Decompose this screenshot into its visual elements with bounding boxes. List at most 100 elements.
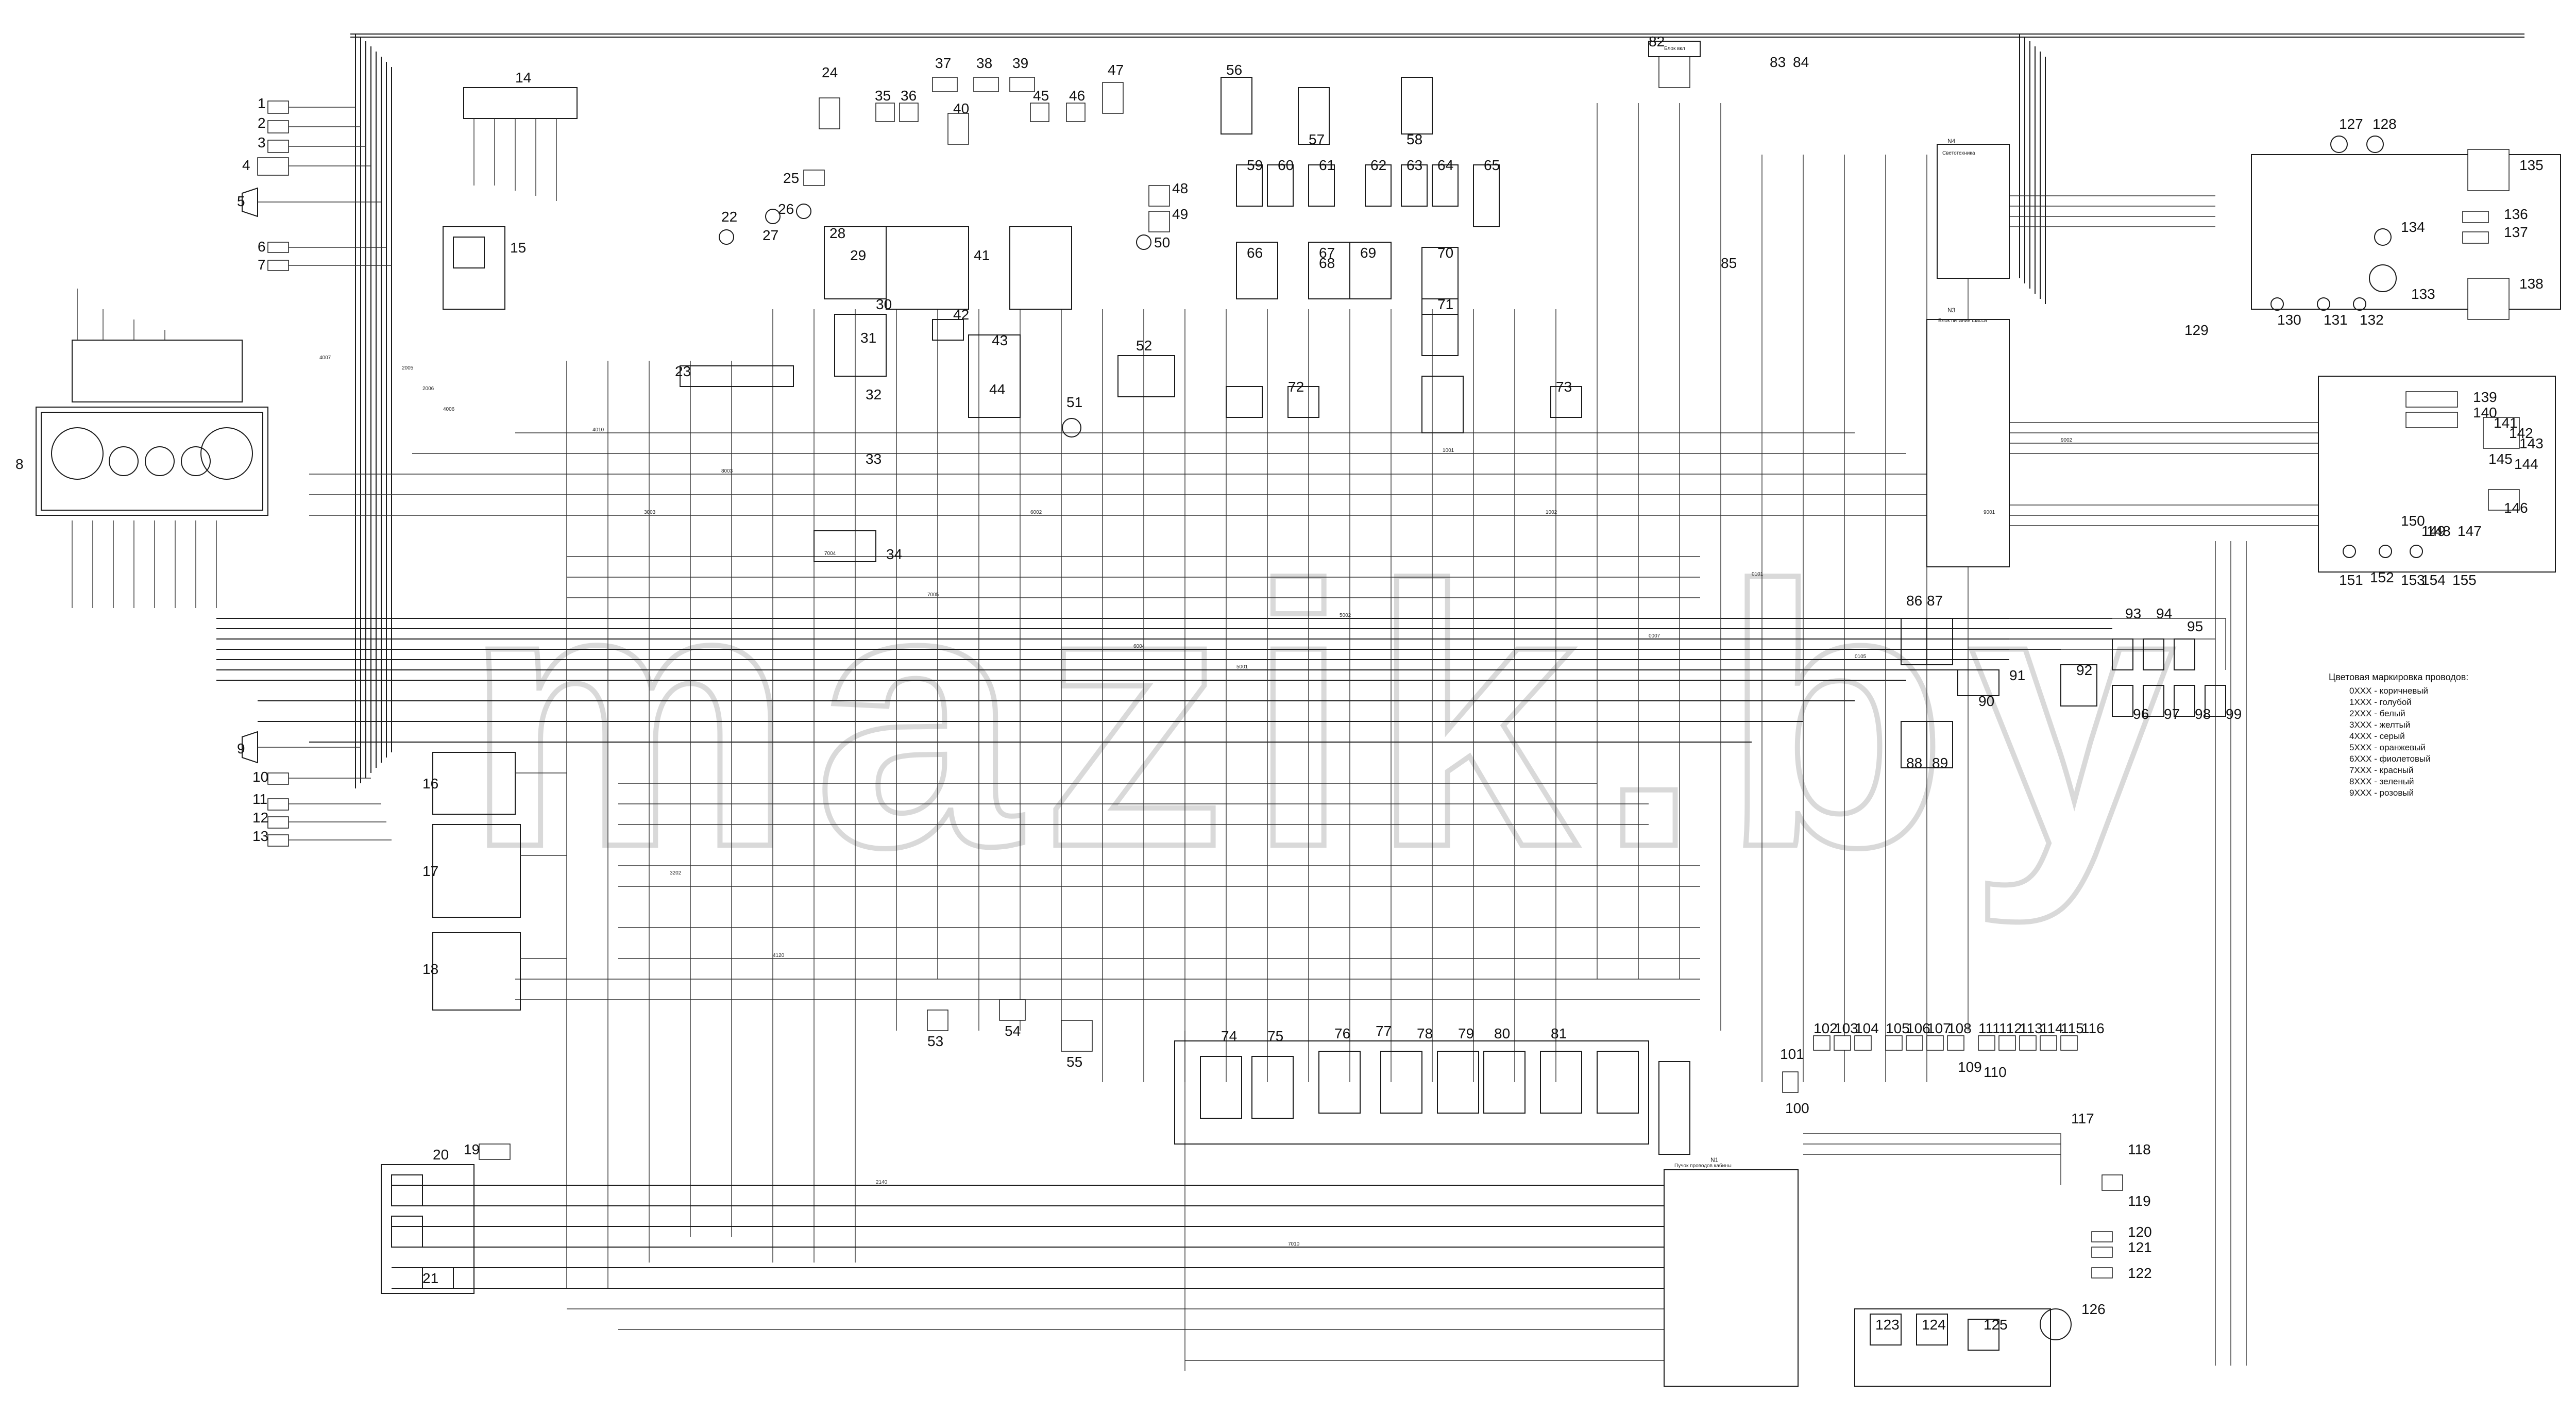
component-callout: 4 [242,157,250,173]
legend-item: 1XXX - голубой [2349,697,2412,707]
wire-code-label: 4007 [319,355,331,361]
wire-code-label: 9002 [2061,438,2073,443]
n4-block: N4 Светотехника [1937,138,2010,279]
component-callout: 51 [1066,394,1082,410]
component-callout: 82 [1649,33,1665,49]
component-callout: 110 [1984,1064,2007,1080]
n1-desc: Пучок проводов кабины [1674,1163,1732,1169]
bottom-left-box [381,1143,511,1294]
component-callout: 105 [1886,1020,1910,1036]
component-callout: 23 [675,363,691,379]
component-callout: 104 [1855,1020,1879,1036]
component-callout: 64 [1437,157,1453,173]
component-callout: 11 [252,791,267,807]
component-callout: 97 [2164,706,2180,722]
component-callout: 149 [2421,523,2446,539]
component-callout: 80 [1494,1025,1510,1041]
component-callout: 142 [2509,425,2533,441]
component-callout: 43 [992,332,1008,348]
lamps-top [875,77,1175,438]
component-callout: 95 [2187,618,2203,634]
component-callouts: 1234567891011121314151617181920212223242… [15,33,2544,1333]
component-callout: 113 [2020,1020,2043,1036]
rear-combination [1901,618,2226,768]
component-callout: 131 [2324,312,2348,328]
component-callout: 54 [1005,1023,1021,1039]
component-callout: 154 [2421,572,2446,588]
legend-item: 2XXX - белый [2349,709,2405,718]
component-callout: 81 [1551,1025,1567,1041]
component-callout: 19 [464,1141,480,1157]
wire-code-label: 7005 [927,592,939,598]
component-callout: 73 [1556,379,1572,395]
component-callout: 116 [2081,1020,2105,1036]
component-callout: 106 [1906,1020,1930,1036]
block-82: Блок вкл [1648,41,1701,88]
component-callout: 5 [237,193,245,209]
wire-code-label: 7010 [1288,1241,1300,1247]
component-callout: 125 [1984,1317,2008,1333]
component-callout: 120 [2128,1224,2152,1240]
component-callout: 21 [422,1270,438,1286]
component-callout: 127 [2339,116,2363,132]
wire-code-label: 0101 [1752,571,1764,577]
wire-code-label: 2140 [876,1180,888,1185]
component-callout: 145 [2488,451,2513,467]
component-callout: 133 [2411,286,2435,302]
component-callout: 69 [1360,245,1376,261]
component-callout: 26 [778,201,794,217]
component-callout: 48 [1172,180,1188,196]
component-callout: 85 [1721,255,1737,271]
top-left-blocks [443,87,578,310]
component-callout: 86 [1906,593,1922,609]
wire-code-label: 1001 [1443,448,1454,453]
component-callout: 130 [2277,312,2301,328]
component-callout: 49 [1172,206,1188,222]
component-callout: 22 [721,209,737,225]
component-callout: 100 [1785,1100,1809,1116]
component-callout: 136 [2504,206,2528,222]
component-callout: 111 [1978,1020,2001,1036]
color-legend: Цветовая маркировка проводов: 0XXX - кор… [2329,672,2468,798]
component-callout: 55 [1066,1054,1082,1070]
right-bundle [2019,34,2046,304]
component-callout: 47 [1108,62,1124,78]
wire-code-label: 4006 [443,407,455,412]
component-callout: 53 [927,1033,943,1049]
right-harness [2009,195,2318,1366]
component-callout: 56 [1226,62,1242,78]
wire-code-label: 3202 [670,870,682,876]
component-callout: 2 [258,115,266,131]
component-callout: 57 [1309,131,1325,147]
wire-code-label: 2005 [402,365,414,371]
component-callout: 68 [1319,255,1335,271]
n4-desc: Светотехника [1942,150,1975,156]
component-callout: 76 [1334,1025,1350,1041]
wire-code-label: 6002 [1030,510,1042,515]
component-callout: 146 [2504,500,2528,516]
component-callout: 129 [2184,322,2209,338]
component-callout: 35 [875,88,891,104]
component-callout: 137 [2504,224,2528,240]
n4-label: N4 [1947,138,1956,145]
wire-codes: 2005200640064007401030038003700470056002… [319,355,2073,1247]
n3-label: N3 [1947,307,1956,314]
n3-desc: Блок питания шасси [1938,318,1987,324]
component-callout: 60 [1278,157,1294,173]
component-callout: 59 [1247,157,1263,173]
component-callout: 93 [2125,605,2141,621]
component-callout: 24 [822,64,838,80]
watermark: mazik.by [464,509,2195,927]
component-callout: 150 [2401,513,2425,529]
component-callout: 10 [252,769,268,785]
wire-code-label: 9001 [1984,510,1995,515]
component-callout: 33 [866,451,882,467]
component-callout: 79 [1458,1025,1474,1041]
component-callout: 119 [2128,1193,2151,1209]
component-callout: 46 [1069,88,1085,104]
component-callout: 144 [2514,456,2538,472]
component-callout: 126 [2081,1301,2106,1317]
component-callout: 152 [2370,569,2394,585]
left-bundle [355,34,392,788]
component-callout: 89 [1932,755,1948,771]
